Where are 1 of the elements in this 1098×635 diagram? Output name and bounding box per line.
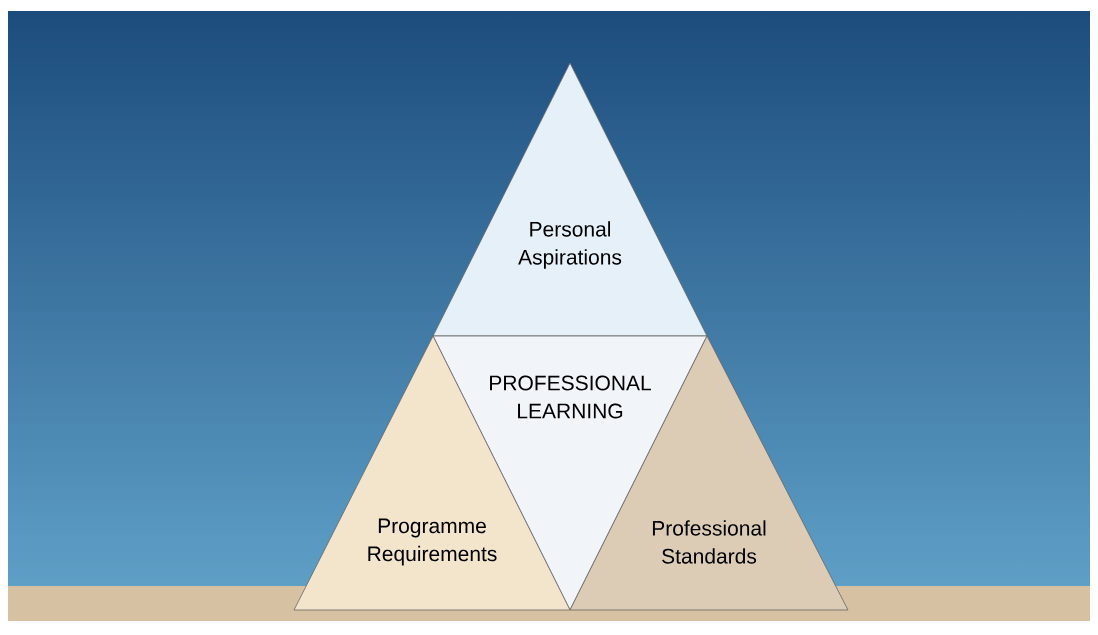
pyramid-triangle: Personal Aspirations	[432, 62, 708, 337]
